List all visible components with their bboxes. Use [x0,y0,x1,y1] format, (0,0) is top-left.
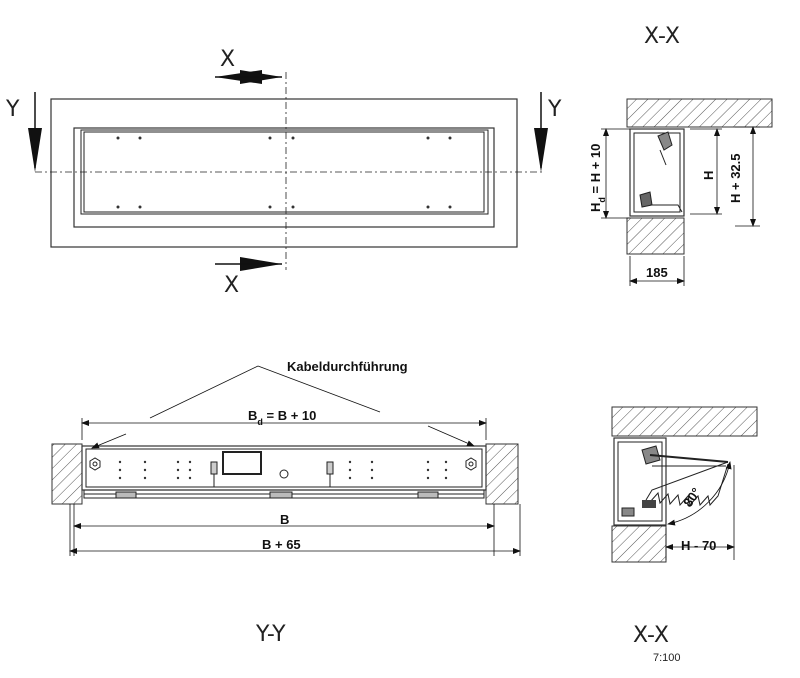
section-xx-open [611,406,758,563]
angle-label: 80° [680,485,704,510]
flap-body [81,445,487,491]
floor-slab [626,217,685,255]
dim-hd-label: Hd = H + 10 [588,144,607,212]
hole-pattern [118,460,448,480]
dim-bd-label: Bd = B + 10 [248,408,316,427]
dim-b65-label: B + 65 [262,537,301,552]
cut-arrow-y-right [534,128,548,172]
cut-label-x-top: X [220,47,235,72]
kabel-label: Kabeldurchführung [287,359,408,374]
section-yy [51,365,521,556]
cable-window [222,451,262,475]
floor-slab-2 [611,525,667,563]
plan-view [28,70,548,271]
handle-bracket [213,464,331,488]
cut-label-x-bottom: X [224,273,239,298]
cut-arrow-y-left [28,128,42,172]
cut-label-y-left: Y [5,97,20,122]
scale-label: 7:100 [653,652,681,664]
inner-frame [73,127,495,228]
box-body [629,128,685,217]
dim-h-label: H [701,171,716,180]
dim-h70-label: H - 70 [681,538,716,553]
cut-label-y-right: Y [547,97,562,122]
angle-arc [667,461,732,526]
open-flap-arm [649,454,729,463]
ceiling-slab-2 [611,406,758,437]
dim-b-label: B [280,512,289,527]
dim-h325-label: H + 32.5 [728,153,743,203]
dim-185-label: 185 [646,265,668,280]
section-title-xx-bottom: X-X [633,623,669,648]
bolts [89,457,477,471]
section-title-xx-top: X-X [644,24,680,49]
outer-frame [50,98,518,248]
wall-left [51,443,83,505]
section-title-yy: Y-Y [255,622,286,647]
section-xx-closed: X-X [601,24,773,286]
wall-right [485,443,519,505]
fixing-points [116,136,452,209]
ceiling-slab [626,98,773,128]
